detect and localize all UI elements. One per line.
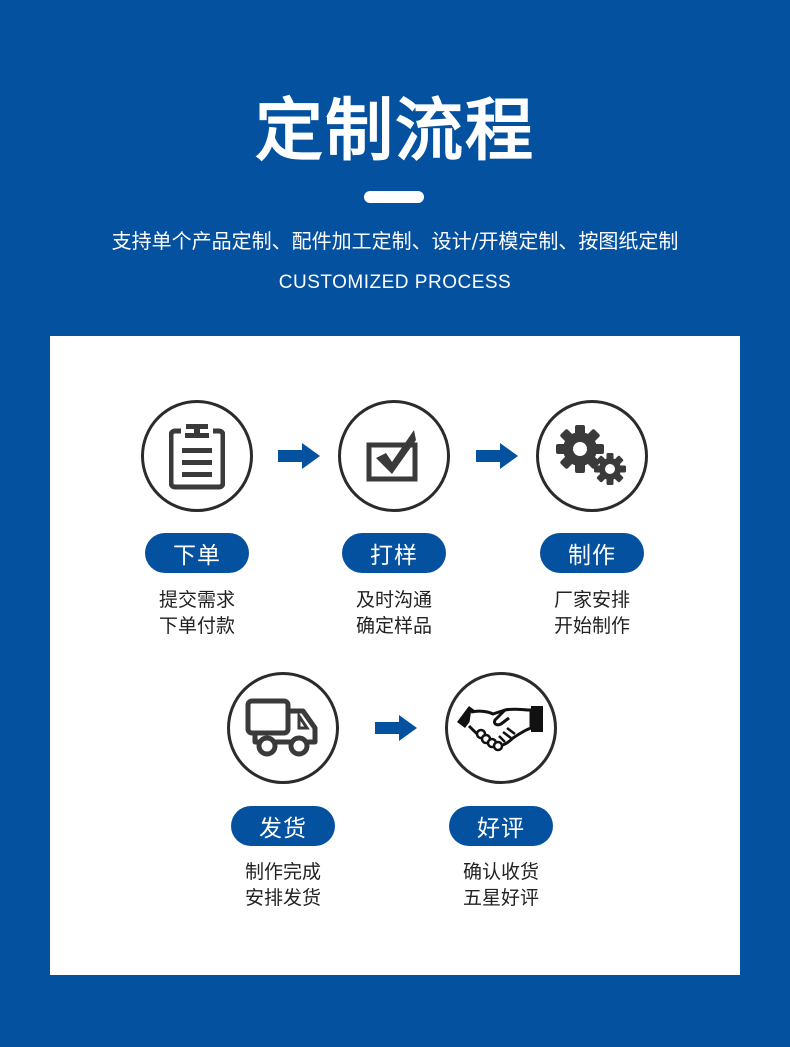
- subtitle: 支持单个产品定制、配件加工定制、设计/开模定制、按图纸定制: [111, 229, 679, 253]
- truck-icon: [245, 698, 318, 757]
- subtitle-english: CUSTOMIZED PROCESS: [278, 272, 512, 293]
- handshake-icon: [457, 706, 543, 752]
- step-desc-sample: 及时沟通 确定样品: [324, 587, 464, 639]
- arrow-right-icon: [278, 443, 320, 469]
- desc-line: 安排发货: [244, 887, 321, 909]
- clipboard-icon: [169, 424, 225, 490]
- desc-line: 开始制作: [553, 615, 630, 637]
- step-pill-sample: 打样: [342, 533, 446, 573]
- step-circle-order: [141, 400, 253, 512]
- title-underline: [364, 191, 424, 203]
- arrow-right-icon: [476, 443, 518, 469]
- arrow-right-icon: [375, 715, 417, 741]
- step-desc-production: 厂家安排 开始制作: [522, 587, 662, 639]
- gears-icon: [556, 425, 626, 485]
- step-pill-shipping: 发货: [231, 806, 335, 846]
- desc-line: 提交需求: [158, 589, 235, 611]
- step-circle-sample: [338, 400, 450, 512]
- step-pill-order: 下单: [145, 533, 249, 573]
- process-panel: 下单 打样 制作 提交需求 下单付款 及时沟通 确定样品 厂家安排 开始制作: [50, 336, 740, 975]
- page-title: 定制流程: [254, 92, 535, 171]
- step-circle-production: [536, 400, 648, 512]
- step-pill-production: 制作: [540, 533, 644, 573]
- step-pill-review: 好评: [449, 806, 553, 846]
- desc-line: 下单付款: [158, 615, 235, 637]
- step-circle-shipping: [227, 672, 339, 784]
- desc-line: 及时沟通: [355, 589, 432, 611]
- step-desc-order: 提交需求 下单付款: [127, 587, 267, 639]
- step-desc-shipping: 制作完成 安排发货: [213, 859, 353, 911]
- desc-line: 确定样品: [355, 615, 432, 637]
- step-circle-review: [445, 672, 557, 784]
- desc-line: 厂家安排: [553, 589, 630, 611]
- checkbox-check-icon: [366, 430, 418, 482]
- desc-line: 确认收货: [462, 861, 539, 883]
- step-desc-review: 确认收货 五星好评: [431, 859, 571, 911]
- desc-line: 五星好评: [462, 887, 539, 909]
- desc-line: 制作完成: [244, 861, 321, 883]
